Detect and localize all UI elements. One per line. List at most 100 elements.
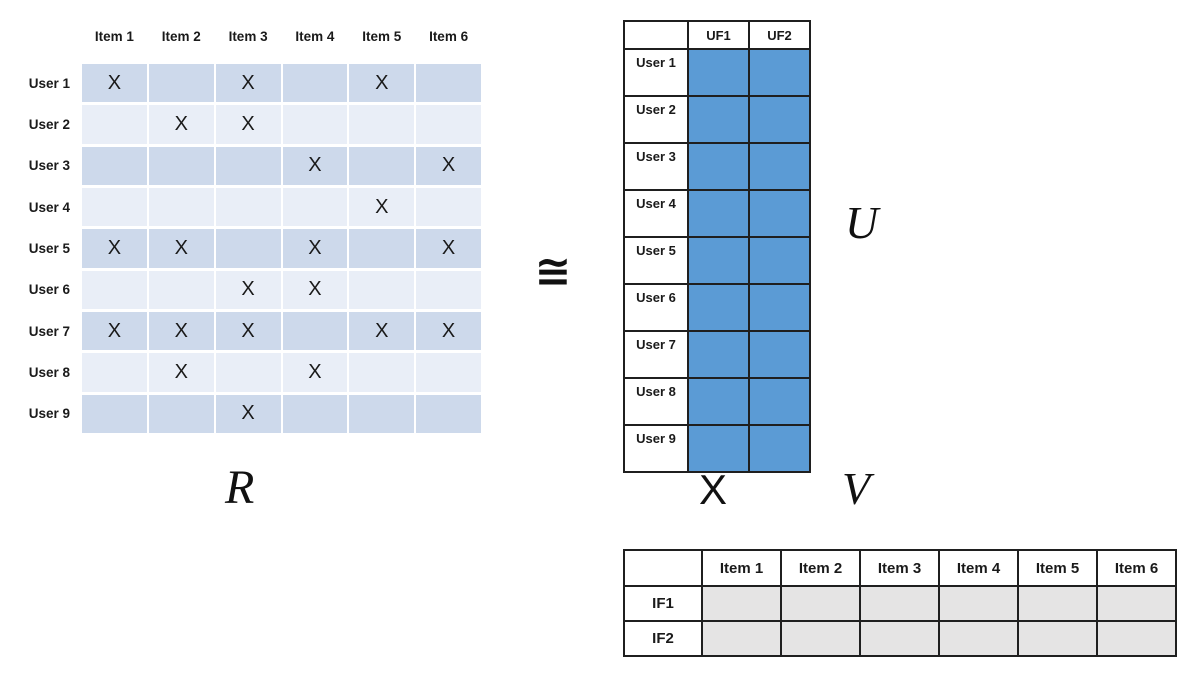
r-cell-empty: [416, 394, 481, 433]
r-cell-empty: [148, 187, 214, 227]
v-row-label: IF1: [623, 585, 703, 622]
r-row-label: User 3: [28, 158, 70, 174]
r-cell-empty: [82, 353, 147, 392]
r-cell-marked: X: [148, 353, 214, 392]
r-cell-empty: [282, 64, 348, 103]
r-row-label: User 9: [28, 406, 70, 422]
r-cell-empty: [416, 187, 481, 227]
u-matrix-label: U: [845, 197, 879, 248]
v-factor-cell: [859, 620, 940, 657]
u-table-row: User 7: [623, 330, 811, 379]
u-factor-cell: [748, 283, 811, 332]
v-factor-cell: [1017, 620, 1098, 657]
r-cell-empty: [416, 270, 481, 309]
u-row-label: User 9: [623, 424, 689, 473]
v-matrix-label: V: [842, 463, 871, 514]
u-column-header: UF2: [748, 20, 811, 50]
u-table-row: User 9: [623, 424, 811, 473]
u-table-row: User 5: [623, 236, 811, 285]
u-row-label: User 2: [623, 95, 689, 144]
u-factor-cell: [687, 283, 750, 332]
u-row-label: User 4: [623, 189, 689, 238]
r-row-label: User 8: [28, 364, 70, 380]
r-cell-empty: [82, 105, 147, 144]
v-column-header: Item 5: [1017, 549, 1098, 587]
v-factor-cell: [701, 620, 782, 657]
r-cell-marked: X: [215, 394, 281, 433]
u-factor-cell: [687, 95, 750, 144]
r-cell-marked: X: [282, 353, 348, 392]
r-cell-empty: [148, 270, 214, 309]
u-factor-cell: [748, 48, 811, 97]
v-factor-cell: [859, 585, 940, 622]
r-row-label: User 4: [28, 199, 70, 215]
r-row-label: User 5: [28, 240, 70, 256]
u-factor-cell: [687, 377, 750, 426]
v-row-label: IF2: [623, 620, 703, 657]
u-factor-cell: [687, 424, 750, 473]
v-factor-cell: [938, 585, 1019, 622]
r-row-label: User 6: [28, 282, 70, 298]
r-cell-marked: X: [282, 229, 348, 268]
u-factor-cell: [748, 377, 811, 426]
r-cell-marked: X: [349, 187, 415, 227]
u-factor-cell: [748, 142, 811, 191]
r-cell-empty: [215, 353, 281, 392]
r-cell-empty: [82, 146, 147, 185]
v-table-row: IF2: [623, 620, 1177, 657]
v-column-header: Item 4: [938, 549, 1019, 587]
r-cell-empty: [349, 270, 415, 309]
u-factor-cell: [748, 330, 811, 379]
u-row-label: User 8: [623, 377, 689, 426]
r-cell-empty: [282, 105, 348, 144]
u-factor-cell: [748, 424, 811, 473]
u-table-row: User 6: [623, 283, 811, 332]
v-column-header: Item 1: [701, 549, 782, 587]
r-cell-empty: [282, 187, 348, 227]
v-corner-cell: [623, 549, 703, 587]
r-cell-marked: X: [349, 311, 415, 351]
r-cell-empty: [349, 394, 415, 433]
r-cell-empty: [82, 187, 147, 227]
r-cell-empty: [282, 311, 348, 351]
u-row-label: User 3: [623, 142, 689, 191]
u-table-row: User 2: [623, 95, 811, 144]
r-cell-empty: [82, 394, 147, 433]
v-column-header: Item 3: [859, 549, 940, 587]
r-cell-marked: X: [282, 270, 348, 309]
r-cell-empty: [215, 187, 281, 227]
r-row-label: User 7: [28, 323, 70, 339]
u-factor-cell: [748, 236, 811, 285]
r-cell-empty: [148, 394, 214, 433]
r-cell-empty: [148, 64, 214, 103]
r-cell-marked: X: [215, 64, 281, 103]
r-cell-marked: X: [148, 311, 214, 351]
u-row-label: User 1: [623, 48, 689, 97]
u-row-label: User 5: [623, 236, 689, 285]
r-cell-empty: [215, 229, 281, 268]
u-table-row: User 1: [623, 48, 811, 97]
u-factor-cell: [687, 330, 750, 379]
u-factor-cell: [687, 142, 750, 191]
u-table-row: User 8: [623, 377, 811, 426]
r-cell-marked: X: [215, 105, 281, 144]
r-cell-empty: [416, 64, 481, 103]
r-cell-marked: X: [416, 311, 481, 351]
r-cell-empty: [282, 394, 348, 433]
r-cell-marked: X: [148, 105, 214, 144]
r-cell-marked: X: [148, 229, 214, 268]
r-cell-marked: X: [82, 64, 147, 103]
u-row-label: User 7: [623, 330, 689, 379]
r-column-header: Item 5: [362, 28, 402, 44]
u-factor-cell: [687, 189, 750, 238]
u-column-header: UF1: [687, 20, 750, 50]
multiplication-symbol: X: [699, 466, 728, 513]
r-cell-marked: X: [215, 270, 281, 309]
r-cell-marked: X: [416, 146, 481, 185]
